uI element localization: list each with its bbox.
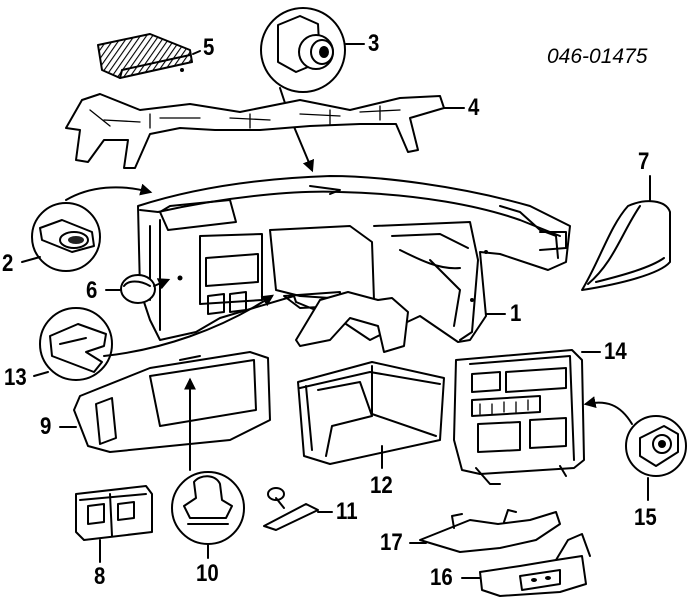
part-number-7: 7: [638, 148, 650, 175]
part-number-11: 11: [336, 498, 358, 525]
part-number-17: 17: [380, 529, 403, 556]
glove-box-part: [297, 361, 445, 465]
catalog-code: 046-01475: [547, 45, 648, 68]
part-number-5: 5: [203, 34, 215, 61]
part-number-1: 1: [510, 300, 522, 327]
part-number-3: 3: [368, 30, 380, 57]
defroster-grille-part: [97, 33, 193, 79]
lower-trim-part: [419, 509, 561, 553]
switch-bezel-part: [75, 485, 153, 541]
knee-bolster-part: [73, 351, 271, 453]
clip-detail-part: [260, 7, 346, 93]
part-number-4: 4: [468, 94, 480, 121]
plug-part: [120, 274, 156, 304]
part-number-6: 6: [86, 277, 98, 304]
part-number-14: 14: [604, 338, 627, 365]
part-number-12: 12: [370, 472, 393, 499]
part-number-8: 8: [94, 563, 106, 590]
part-number-2: 2: [2, 250, 14, 277]
end-cap-part: [581, 200, 671, 291]
pin-part: [263, 487, 319, 531]
part-number-16: 16: [430, 564, 453, 591]
retainer-clip-detail-part: [171, 471, 245, 545]
knob-detail-part: [625, 415, 687, 477]
lower-bezel-part: [479, 533, 591, 597]
cross-car-beam-part: [65, 93, 445, 169]
part-number-9: 9: [40, 413, 52, 440]
part-number-10: 10: [196, 560, 219, 587]
center-bezel-part: [453, 349, 585, 485]
air-vent-detail-part: [31, 202, 101, 272]
instrument-panel-part: [137, 175, 571, 353]
part-number-13: 13: [4, 364, 27, 391]
bracket-detail-part: [39, 307, 113, 381]
part-number-15: 15: [634, 504, 657, 531]
